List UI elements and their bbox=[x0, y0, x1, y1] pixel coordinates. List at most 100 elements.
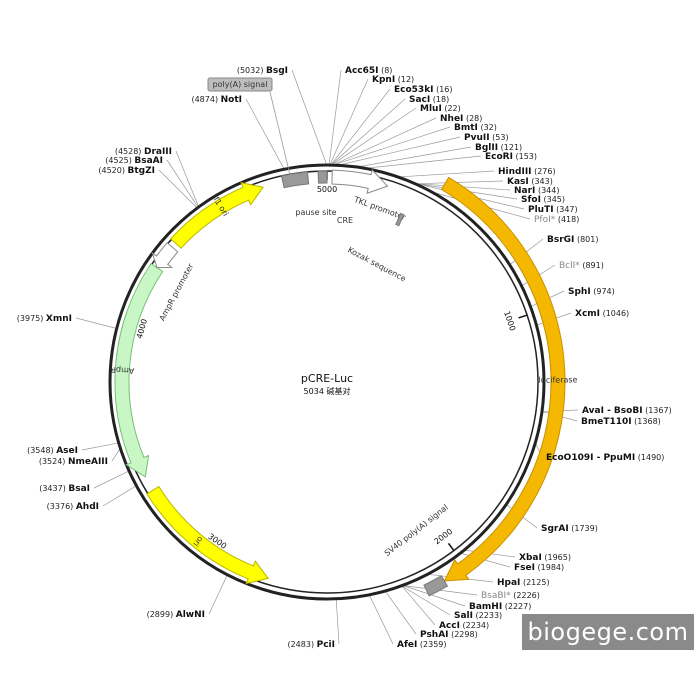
paren: ) bbox=[534, 152, 537, 161]
site-position: 2234 bbox=[466, 621, 486, 630]
site-avai-bsobi: AvaI - BsoBI (1367) bbox=[582, 406, 672, 416]
feature-sv40-poly-a-signal-shape bbox=[423, 575, 449, 597]
site-name: KasI bbox=[507, 177, 529, 187]
paren: ) bbox=[449, 85, 452, 94]
site-position: 1490 bbox=[641, 453, 661, 462]
feature-label: pause site bbox=[295, 208, 336, 217]
site-pluti: PluTI (347) bbox=[528, 205, 578, 215]
site-label-pshai: PshAI (2298) bbox=[420, 630, 478, 640]
paren: ( bbox=[534, 167, 537, 176]
paren: ( bbox=[287, 640, 290, 649]
site-label-acci: AccI (2234) bbox=[439, 621, 489, 631]
site-xcmi: XcmI (1046) bbox=[575, 309, 629, 319]
paren: ( bbox=[577, 235, 580, 244]
paren: ) bbox=[576, 215, 579, 224]
site-label-bcli: BclI* (891) bbox=[559, 261, 604, 271]
paren: ( bbox=[513, 591, 516, 600]
paren: ) bbox=[458, 104, 461, 113]
paren: ) bbox=[505, 133, 508, 142]
site-position: 3975 bbox=[20, 314, 40, 323]
backbone-outer-ring bbox=[108, 163, 546, 601]
paren: ) bbox=[70, 502, 73, 511]
feature-f1-ori-shape bbox=[170, 182, 264, 249]
site-name: PluTI bbox=[528, 205, 554, 215]
site-position: 344 bbox=[541, 186, 556, 195]
site-position: 1739 bbox=[574, 524, 594, 533]
site-kpni: KpnI (12) bbox=[372, 75, 414, 85]
feature-ampr-promoter: AmpR promoter bbox=[151, 241, 196, 322]
site-label-nhei: NheI (28) bbox=[440, 114, 482, 124]
site-position: 153 bbox=[519, 152, 534, 161]
site-position: 32 bbox=[484, 123, 494, 132]
site-name: PvuII bbox=[464, 133, 490, 143]
site-mlui: MluI (22) bbox=[420, 104, 461, 114]
site-label-bamhi: BamHI (2227) bbox=[469, 602, 531, 612]
site-name: BamHI bbox=[469, 602, 502, 612]
site-alwni: (2899) AlwNI bbox=[147, 610, 205, 620]
site-leader-ahdi bbox=[102, 485, 136, 507]
paren: ) bbox=[494, 123, 497, 132]
site-position: 5032 bbox=[240, 66, 260, 75]
site-position: 1965 bbox=[547, 553, 567, 562]
site-name: BsaI bbox=[68, 484, 90, 494]
paren: ( bbox=[47, 502, 50, 511]
site-name: BsaBI* bbox=[481, 591, 511, 601]
site-name: AseI bbox=[56, 446, 78, 456]
site-label-bsai: (3437) BsaI bbox=[39, 484, 90, 494]
site-label-eco53ki: Eco53kI (16) bbox=[394, 85, 453, 95]
paren: ) bbox=[562, 195, 565, 204]
paren: ) bbox=[411, 75, 414, 84]
site-label-btgzi: (4520) BtgZI bbox=[98, 166, 155, 176]
site-position: 4525 bbox=[108, 156, 128, 165]
site-name: EcoO109I - PpuMI bbox=[546, 453, 635, 463]
site-position: 16 bbox=[439, 85, 449, 94]
site-name: AhdI bbox=[76, 502, 99, 512]
site-afei: AfeI (2359) bbox=[397, 640, 447, 650]
paren: ) bbox=[669, 406, 672, 415]
paren: ) bbox=[138, 147, 141, 156]
site-leader-kasi bbox=[417, 180, 504, 185]
paren: ( bbox=[17, 314, 20, 323]
paren: ) bbox=[63, 484, 66, 493]
tick-mark bbox=[447, 542, 455, 552]
site-ahdi: (3376) AhdI bbox=[47, 502, 99, 512]
site-leader-eco53ki bbox=[331, 88, 391, 165]
paren: ) bbox=[546, 578, 549, 587]
site-bmti: BmtI (32) bbox=[454, 123, 497, 133]
site-label-draiii: (4528) DraIII bbox=[115, 147, 172, 157]
feature-ori-shape bbox=[146, 485, 270, 585]
site-position: 28 bbox=[469, 114, 479, 123]
paren: ) bbox=[575, 205, 578, 214]
paren: ) bbox=[595, 524, 598, 533]
paren: ( bbox=[398, 75, 401, 84]
site-label-alwni: (2899) AlwNI bbox=[147, 610, 205, 620]
paren: ) bbox=[661, 453, 664, 462]
site-position: 121 bbox=[504, 143, 519, 152]
site-label-hindiii: HindIII (276) bbox=[498, 167, 556, 177]
site-position: 276 bbox=[537, 167, 552, 176]
site-leader-alwni bbox=[208, 575, 228, 615]
feature-label: AmpR bbox=[110, 365, 135, 375]
site-bcli: BclI* (891) bbox=[559, 261, 604, 271]
site-label-nmeaiii: (3524) NmeAIII bbox=[39, 457, 108, 467]
site-leader-pshai bbox=[385, 591, 417, 635]
site-position: 2483 bbox=[291, 640, 311, 649]
site-name: SalI bbox=[454, 611, 473, 621]
site-position: 2359 bbox=[423, 640, 443, 649]
paren: ( bbox=[451, 630, 454, 639]
poly-a-signal-pill bbox=[207, 77, 273, 92]
site-leader-saci bbox=[331, 98, 406, 165]
site-position: 12 bbox=[401, 75, 411, 84]
site-position: 3437 bbox=[42, 484, 62, 493]
paren: ( bbox=[444, 104, 447, 113]
site-bsabi: BsaBI* (2226) bbox=[481, 591, 540, 601]
site-leader-bsaai bbox=[166, 159, 198, 207]
feature-cre-shape bbox=[317, 170, 328, 184]
site-saci: SacI (18) bbox=[409, 95, 449, 105]
site-position: 2298 bbox=[454, 630, 474, 639]
paren: ) bbox=[51, 446, 54, 455]
paren: ) bbox=[40, 314, 43, 323]
site-label-bsaai: (4525) BsaAI bbox=[105, 156, 163, 166]
feature-pause-site-shape bbox=[280, 171, 310, 189]
